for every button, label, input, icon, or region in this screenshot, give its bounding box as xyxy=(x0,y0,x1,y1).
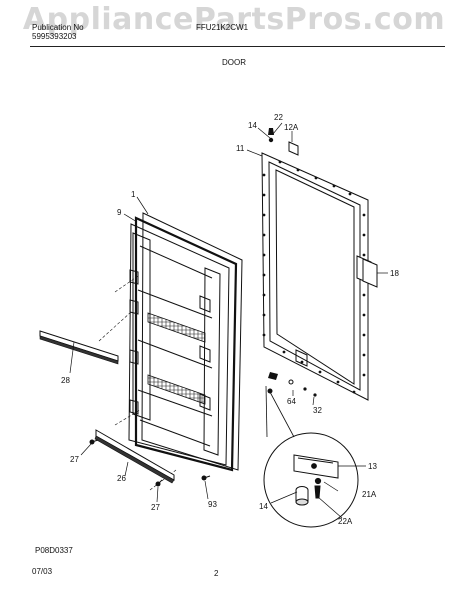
callout-13: 13 xyxy=(368,462,377,471)
callout-28: 28 xyxy=(61,376,70,385)
bottom-hinge-parts xyxy=(267,372,317,397)
top-hinge-parts xyxy=(268,128,274,143)
callout-18: 18 xyxy=(390,269,399,278)
callout-21a: 21A xyxy=(362,490,377,499)
callout-27-bottom: 27 xyxy=(151,503,160,512)
wire-shelf-upper xyxy=(147,312,206,343)
publication-number: 5995393203 xyxy=(32,32,77,41)
page-number: 2 xyxy=(214,569,219,578)
callout-32: 32 xyxy=(313,406,322,415)
callout-12a: 12A xyxy=(284,123,299,132)
door-outer-panel xyxy=(141,212,243,471)
callout-27-left: 27 xyxy=(70,455,79,464)
door-assembly xyxy=(128,212,243,472)
footer-date: 07/03 xyxy=(32,567,53,576)
header-rule xyxy=(30,46,445,47)
door-liner xyxy=(128,223,230,466)
callout-1: 1 xyxy=(131,190,136,199)
outer-door-frame xyxy=(261,141,369,401)
detail-magnifier xyxy=(263,385,359,528)
trim-strip-28 xyxy=(39,330,119,362)
door-handle-18 xyxy=(356,255,378,288)
detail-hinge xyxy=(293,454,339,506)
callout-22a: 22A xyxy=(338,517,353,526)
model-number: FFU21K2CW1 xyxy=(196,23,249,32)
leader-lines xyxy=(69,122,388,519)
publication-label: Publication No xyxy=(32,23,84,32)
callout-93: 93 xyxy=(208,500,217,509)
hinge-bracket-12a xyxy=(288,141,299,156)
screws xyxy=(89,439,211,487)
door-gasket xyxy=(134,216,238,472)
watermark: AppliancePartsPros.com xyxy=(22,2,446,37)
callout-26: 26 xyxy=(117,474,126,483)
section-title: DOOR xyxy=(222,58,246,67)
frame-holes xyxy=(262,160,366,394)
wire-shelf-lower xyxy=(147,374,206,405)
callout-11: 11 xyxy=(236,144,245,153)
callout-64: 64 xyxy=(287,397,296,406)
diagram-code: P08D0337 xyxy=(35,546,73,555)
callout-22: 22 xyxy=(274,113,283,122)
callout-labels: 1 9 11 14 22 12A 18 28 64 32 27 26 27 93… xyxy=(61,113,399,526)
callout-9: 9 xyxy=(117,208,122,217)
callout-14-detail: 14 xyxy=(259,502,268,511)
callout-14-top: 14 xyxy=(248,121,257,130)
